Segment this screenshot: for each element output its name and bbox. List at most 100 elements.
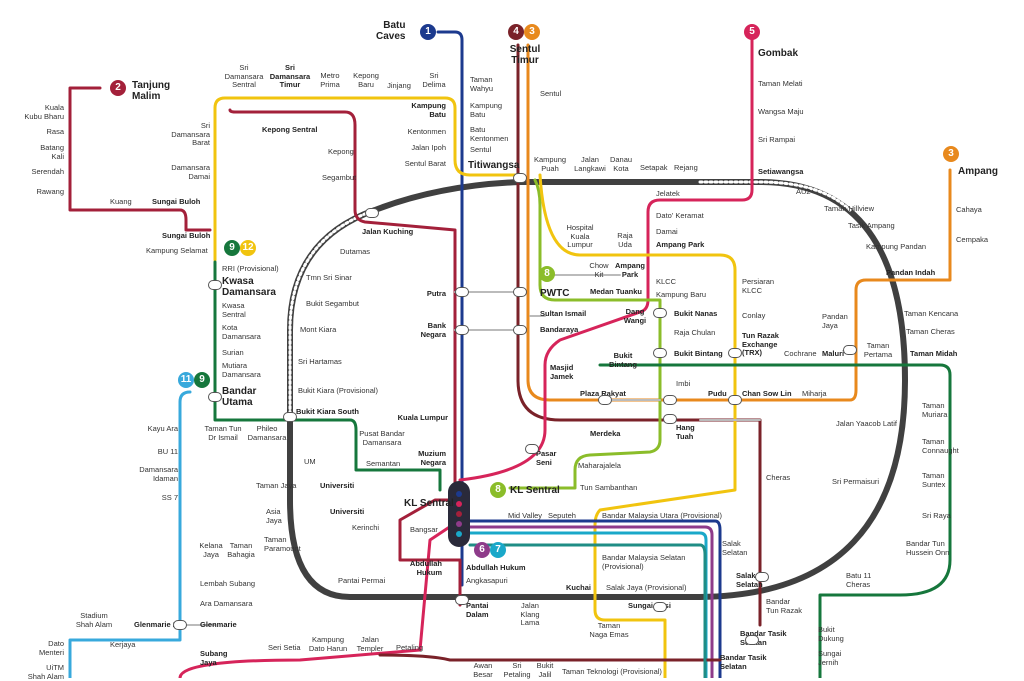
terminal-label[interactable]: Gombak — [758, 48, 799, 59]
interchange-marker[interactable] — [283, 412, 297, 422]
station-label[interactable]: Muzium Negara — [418, 449, 446, 467]
line-badge[interactable]: 1 — [420, 24, 436, 40]
station-label[interactable]: Hospital Kuala Lumpur — [566, 223, 594, 249]
station-label[interactable]: Salak Jaya (Provisional) — [606, 583, 687, 592]
station-label[interactable]: Kepong Sentral — [262, 125, 318, 134]
station-label[interactable]: Damai — [656, 227, 678, 236]
station-label[interactable]: Subang Jaya — [200, 649, 228, 667]
station-label[interactable]: Sungai Buloh — [152, 197, 201, 206]
station-label[interactable]: Batu Kentonmen — [470, 125, 509, 143]
station-label[interactable]: Bank Negara — [420, 321, 446, 339]
station-label[interactable]: Cheras — [766, 473, 791, 482]
interchange-marker[interactable] — [173, 620, 187, 630]
station-label[interactable]: Plaza Rakyat — [580, 389, 626, 398]
station-label[interactable]: Ara Damansara — [200, 599, 253, 608]
station-label[interactable]: Kwasa Sentral — [222, 301, 246, 319]
station-label[interactable]: Bukit Segambut — [306, 299, 359, 308]
station-label[interactable]: Taman Bahagia — [227, 541, 255, 559]
station-label[interactable]: Segambut — [322, 173, 357, 182]
station-label[interactable]: Batu 11 Cheras — [846, 571, 872, 589]
station-label[interactable]: Bukit Nanas — [674, 309, 718, 318]
station-label[interactable]: Jalan Kuching — [362, 227, 414, 236]
station-label[interactable]: Ampang Park — [615, 261, 645, 279]
station-label[interactable]: Danau Kota — [609, 155, 633, 173]
station-label[interactable]: Semantan — [366, 459, 401, 468]
station-label[interactable]: Bukit Dukung — [818, 625, 844, 643]
station-label[interactable]: Sri Delima — [422, 71, 446, 89]
station-label[interactable]: Kuchai — [566, 583, 592, 592]
station-label[interactable]: Maharajalela — [578, 461, 621, 470]
line-badge[interactable]: 5 — [744, 24, 760, 40]
station-label[interactable]: Taman Connaught — [922, 437, 959, 455]
station-label[interactable]: Sri Raya — [922, 511, 951, 520]
station-label[interactable]: BU 11 — [157, 447, 178, 456]
station-label[interactable]: Taman Pertama — [863, 341, 893, 359]
line-badge[interactable]: 9 — [224, 240, 240, 256]
station-label[interactable]: Kerinchi — [352, 523, 380, 532]
station-label[interactable]: Sultan Ismail — [540, 309, 587, 318]
station-label[interactable]: Sri Rampai — [758, 135, 796, 144]
station-label[interactable]: Bandar Malaysia Utara (Provisional) — [602, 511, 723, 520]
station-label[interactable]: UiTM Shah Alam — [27, 663, 64, 681]
station-label[interactable]: Stadium Shah Alam — [75, 611, 113, 629]
station-label[interactable]: Persiaran KLCC — [742, 277, 775, 295]
station-label[interactable]: Glenmarie — [200, 620, 237, 629]
station-label[interactable]: Damansara Damai — [171, 163, 210, 181]
station-label[interactable]: Lembah Subang — [200, 579, 256, 588]
station-label[interactable]: Medan Tuanku — [590, 287, 642, 296]
line-badge[interactable]: 8 — [539, 266, 555, 282]
interchange-marker[interactable] — [525, 444, 539, 454]
station-label[interactable]: Masjid Jamek — [550, 363, 574, 381]
station-label[interactable]: Taman Jaya — [256, 481, 297, 490]
line-badge[interactable]: 4 — [508, 24, 524, 40]
station-label[interactable]: Cochrane — [784, 349, 817, 358]
terminal-label[interactable]: Ampang — [958, 166, 998, 177]
station-label[interactable]: Bukit Bintang — [674, 349, 723, 358]
line-badge[interactable]: 2 — [110, 80, 126, 96]
station-label[interactable]: Dang Wangi — [623, 307, 647, 325]
station-label[interactable]: AU2 — [796, 187, 811, 196]
station-label[interactable]: Abdullah Hukum — [466, 563, 526, 572]
interchange-marker[interactable] — [513, 287, 527, 297]
station-label[interactable]: Bandar Tun Razak — [766, 597, 802, 615]
station-label[interactable]: Bandaraya — [540, 325, 579, 334]
interchange-marker[interactable] — [598, 395, 612, 405]
line-badge[interactable]: 7 — [490, 542, 506, 558]
line-badge[interactable]: 3 — [943, 146, 959, 162]
station-label[interactable]: Sentul — [470, 145, 492, 154]
line-badge[interactable]: 6 — [474, 542, 490, 558]
station-label[interactable]: Taman Muriara — [922, 401, 948, 419]
station-label[interactable]: Maluri — [822, 349, 845, 358]
interchange-marker[interactable] — [653, 348, 667, 358]
station-label[interactable]: Rejang — [674, 163, 698, 172]
station-label[interactable]: Rawang — [36, 187, 64, 196]
interchange-marker[interactable] — [513, 325, 527, 335]
station-label[interactable]: KLCC — [656, 277, 677, 286]
station-label[interactable]: Damansara Idaman — [139, 465, 178, 483]
station-label[interactable]: Taman Paramount — [264, 535, 301, 553]
station-label[interactable]: Kampung Pandan — [866, 242, 927, 251]
station-label[interactable]: Universiti — [320, 481, 355, 490]
station-label[interactable]: Titiwangsa — [468, 160, 520, 171]
interchange-marker[interactable] — [653, 308, 667, 318]
station-label[interactable]: Merdeka — [590, 429, 621, 438]
station-label[interactable]: Salak Selatan — [722, 539, 748, 557]
line-badge[interactable]: 8 — [490, 482, 506, 498]
station-label[interactable]: Batang Kali — [40, 143, 64, 161]
station-label[interactable]: RRI (Provisional) — [222, 264, 279, 273]
station-label[interactable]: Mutiara Damansara — [222, 361, 261, 379]
station-label[interactable]: Setapak — [640, 163, 668, 172]
station-label[interactable]: Kampung Batu — [470, 101, 503, 119]
station-label[interactable]: Kampung Batu — [411, 101, 446, 119]
interchange-marker[interactable] — [663, 395, 677, 405]
interchange-marker[interactable] — [455, 595, 469, 605]
station-label[interactable]: Phileo Damansara — [247, 424, 287, 442]
interchange-marker[interactable] — [755, 572, 769, 582]
interchange-marker[interactable] — [208, 280, 222, 290]
station-label[interactable]: Jalan Ipoh — [411, 143, 446, 152]
station-label[interactable]: Miharja — [802, 389, 827, 398]
station-label[interactable]: Kampung Selamat — [146, 246, 208, 255]
line-badge[interactable]: 3 — [524, 24, 540, 40]
kl-sentral-hub[interactable] — [448, 481, 470, 547]
station-label[interactable]: Kentonmen — [407, 127, 446, 136]
